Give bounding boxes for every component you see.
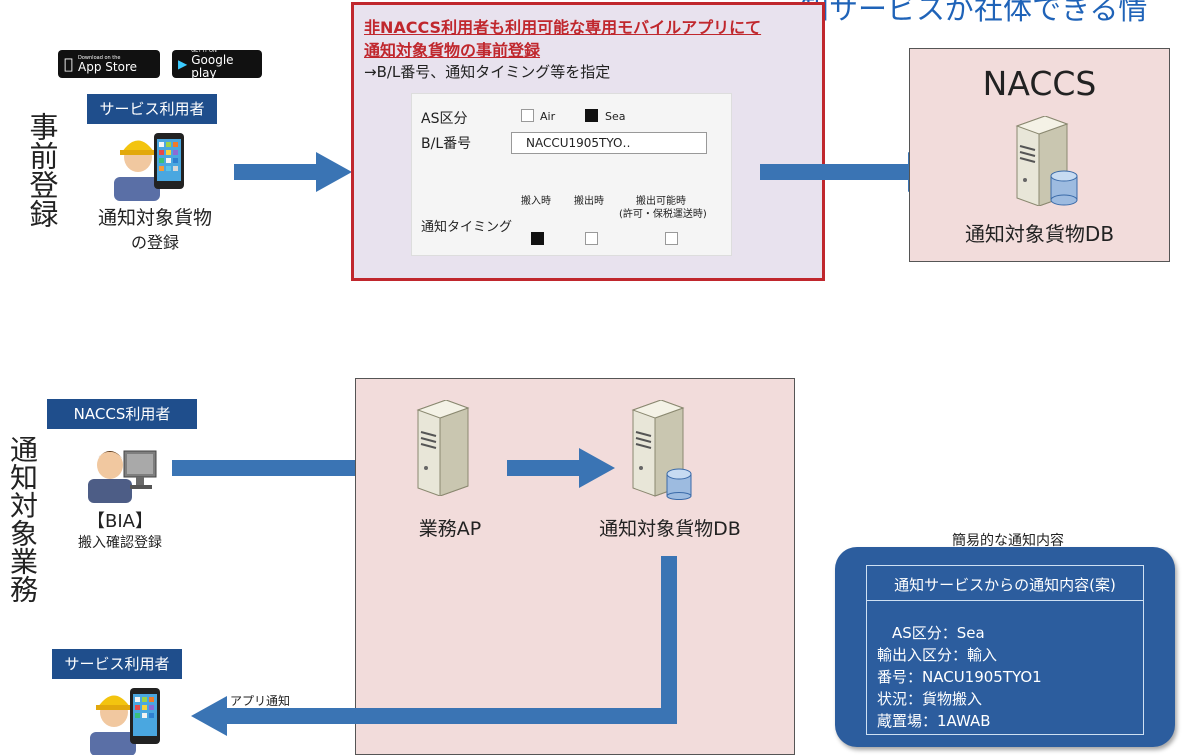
worker-phone-icon-bottom	[90, 688, 160, 755]
app-box-title-line2: 通知対象貨物の事前登録	[364, 41, 541, 60]
user-caption-line2: の登録	[130, 233, 179, 252]
as-air-checkbox[interactable]	[521, 109, 534, 122]
database-server-icon	[1015, 116, 1078, 206]
app-store-badge-main: App Store	[69, 59, 137, 74]
notification-line-1: AS区分：Sea	[892, 624, 985, 642]
notification-line-5: 蔵置場：1AWAB	[877, 712, 991, 730]
timing-header-departure-possible: 搬出可能時	[636, 196, 686, 207]
notification-content-title: 通知サービスからの通知内容(案)	[894, 576, 1116, 594]
timing-departure-checkbox[interactable]	[585, 232, 598, 245]
business-ap-caption: 業務AP	[418, 518, 482, 540]
app-form-panel	[411, 93, 732, 256]
notice-heading: 簡易的な通知内容	[952, 533, 1064, 549]
play-icon: ▶	[178, 57, 188, 71]
bia-caption: 【BIA】	[87, 511, 153, 532]
as-air-label: Air	[540, 110, 556, 123]
notification-line-3: 番号：NACU1905TYO1	[877, 668, 1042, 686]
pre-registration-vertical-label: 事前登録	[25, 112, 59, 228]
bl-number-input[interactable]: NACCU1905TYO‥	[511, 132, 707, 154]
apple-icon: 	[64, 55, 73, 73]
cargo-db-server-icon	[631, 400, 692, 500]
business-ap-server-icon	[416, 400, 470, 496]
user-caption-line1: 通知対象貨物	[97, 207, 212, 229]
as-sea-checkbox[interactable]	[585, 109, 598, 122]
arrow-ap-to-db	[507, 448, 615, 488]
app-notification-label: アプリ通知	[230, 694, 291, 708]
timing-header-arrival: 搬入時	[521, 196, 551, 207]
timing-header-permit-note: (許可・保税運送時)	[619, 209, 707, 220]
bia-sub-caption: 搬入確認登録	[78, 535, 162, 551]
notification-line-4: 状況：貨物搬入	[877, 690, 983, 708]
app-box-subtitle: →B/L番号、通知タイミング等を指定	[364, 63, 611, 81]
naccs-db-caption: 通知対象貨物DB	[964, 222, 1115, 246]
arrow-app-notification	[191, 556, 677, 736]
bl-number-label: B/L番号	[421, 136, 472, 152]
arrow-to-app	[234, 152, 352, 192]
service-user-label-top: サービス利用者	[87, 94, 217, 124]
notification-line-2: 輸出入区分：輸入	[877, 646, 998, 664]
google-play-badge-top: GET IT ON	[191, 48, 217, 54]
google-play-badge[interactable]: ▶ GET IT ON Google play	[172, 48, 262, 80]
app-store-badge[interactable]:  Download on the App Store	[58, 50, 160, 78]
pc-user-icon	[88, 450, 157, 503]
google-play-badge-main: Google play	[191, 53, 234, 80]
header-partial-text: 知サービスが社体できる情	[800, 0, 1148, 26]
notification-content-box	[835, 547, 1175, 747]
arrow-to-naccs	[760, 152, 944, 192]
notification-timing-label: 通知タイミング	[421, 220, 513, 235]
timing-departure-possible-checkbox[interactable]	[665, 232, 678, 245]
as-sea-label: Sea	[605, 110, 626, 123]
notification-target-vertical-label: 通知対象業務	[6, 435, 39, 603]
naccs-title: NACCS	[982, 64, 1097, 103]
notification-content-inner	[866, 565, 1144, 735]
timing-header-departure: 搬出時	[574, 196, 604, 207]
service-user-label-bottom: サービス利用者	[52, 649, 182, 679]
arrow-to-business-ap	[172, 448, 398, 488]
notification-content-divider	[866, 600, 1144, 601]
worker-phone-icon	[114, 133, 184, 201]
app-box-title-line1: 非NACCS利用者も利用可能な専用モバイルアプリにて	[364, 18, 762, 37]
as-type-label: AS区分	[421, 111, 468, 127]
timing-arrival-checkbox[interactable]	[531, 232, 544, 245]
naccs-user-label: NACCS利用者	[47, 399, 197, 429]
cargo-db-caption: 通知対象貨物DB	[599, 518, 741, 540]
app-store-badge-top: Download on the	[69, 54, 120, 61]
